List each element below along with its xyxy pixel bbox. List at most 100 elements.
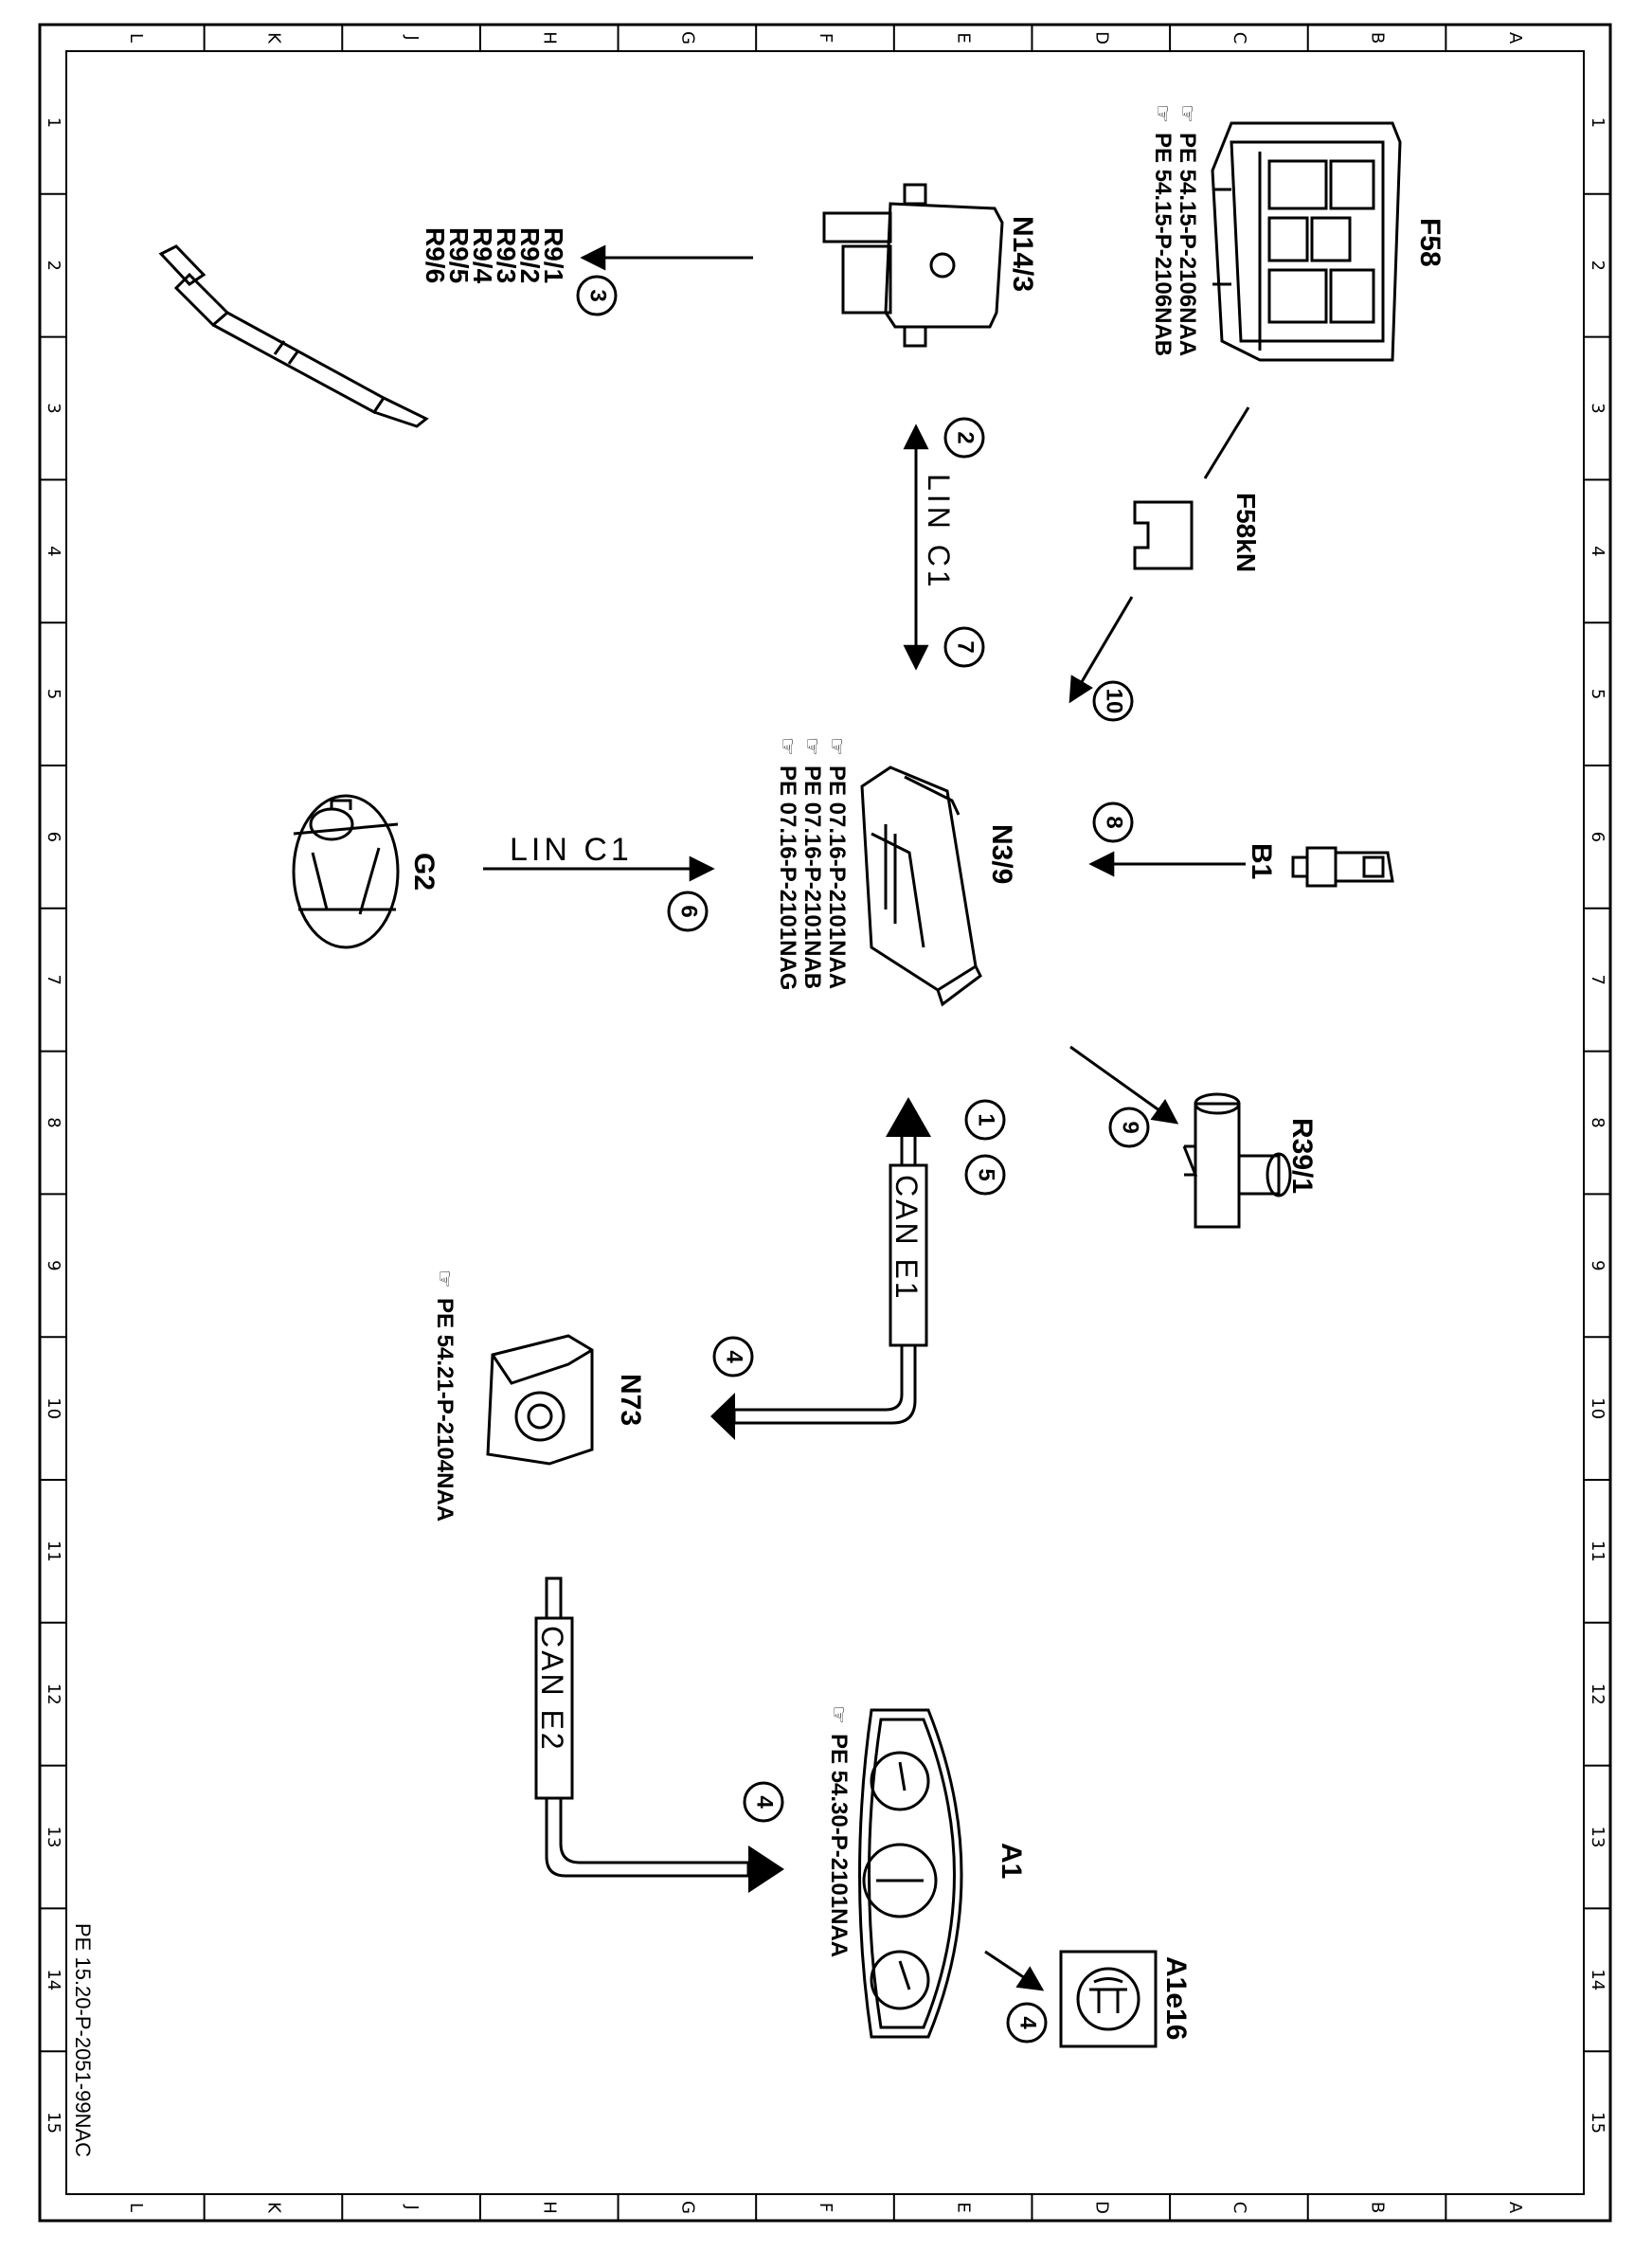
grid-column-label: J <box>402 34 422 40</box>
marker-m10: 10 <box>1092 680 1134 722</box>
grid-row-label: 5 <box>1588 689 1607 699</box>
grid-row-label: 13 <box>44 1827 63 1848</box>
can-e1-label-box <box>889 1163 928 1347</box>
grid-row-label: 8 <box>1588 1117 1607 1127</box>
f58-ref-1: ☞ PE 54.15-P-2106NAA <box>1175 104 1200 356</box>
n3-9-ref-1-text: PE 07.16-P-2101NAA <box>824 765 850 989</box>
grid-row-label: 3 <box>1588 403 1607 413</box>
svg-text:4: 4 <box>752 1795 778 1809</box>
n3-9-ecu: N3/9 ☞ PE 07.16-P-2101NAA ☞ PE 07.16-P-2… <box>775 737 1017 1007</box>
grid-row-label: 3 <box>44 403 63 413</box>
g2-alternator: G2 <box>292 794 440 949</box>
n3-9-label: N3/9 <box>986 824 1017 884</box>
n73-ref-1-text: PE 54.21-P-2104NAA <box>432 1298 458 1522</box>
grid-row-label: 1 <box>44 117 63 128</box>
svg-text:5: 5 <box>974 1168 999 1180</box>
marker-m4b: 4 <box>743 1781 784 1823</box>
svg-text:10: 10 <box>1102 689 1127 714</box>
svg-text:4: 4 <box>1015 2016 1041 2029</box>
grid-row-label: 11 <box>44 1540 63 1562</box>
f58-ref-2: ☞ PE 54.15-P-2106NAB <box>1150 104 1176 356</box>
f58-ref-2-text: PE 54.15-P-2106NAB <box>1150 133 1176 356</box>
fuse-box-icon <box>1211 121 1402 362</box>
grid-column-label: F <box>816 33 835 43</box>
glow-plug-label: R9/1 <box>539 227 568 283</box>
grid-row-label: 14 <box>1588 1969 1607 1990</box>
svg-text:3: 3 <box>585 289 611 301</box>
marker-m4a: 4 <box>712 1336 754 1378</box>
f58kn-relay: F58kN <box>1133 493 1261 572</box>
svg-text:1: 1 <box>974 1113 999 1126</box>
instrument-cluster-icon <box>858 1708 963 2039</box>
n3-9-ref-3: ☞ PE 07.16-P-2101NAG <box>775 737 800 990</box>
svg-text:2: 2 <box>953 431 979 443</box>
hand-pointer-icon: ☞ <box>800 737 824 756</box>
f58-ref-1-text: PE 54.15-P-2106NAA <box>1175 133 1200 356</box>
arrow-a1-to-a1e16 <box>984 1950 1045 1991</box>
n73-switch: N73 ☞ PE 54.21-P-2104NAA <box>432 1270 646 1522</box>
grid-row-label: 1 <box>1588 117 1607 128</box>
svg-text:8: 8 <box>1102 816 1127 828</box>
a1e16-label: A1e16 <box>1160 1956 1192 2040</box>
a1-ref-1: ☞ PE 54.30-P-2101NAA <box>826 1705 852 1957</box>
heater-element-icon <box>1182 1092 1292 1229</box>
f58-label: F58 <box>1414 218 1446 267</box>
grid-column-label: G <box>677 31 697 45</box>
grid-column-label: C <box>1230 32 1249 45</box>
grid-row-label: 4 <box>44 546 63 556</box>
svg-text:4: 4 <box>722 1350 747 1363</box>
arrow-f58kn-to-n3-9 <box>1068 596 1134 704</box>
can-e2-bus: CAN E2 <box>534 1576 784 1893</box>
glow-plug-group: R9/1R9/2R9/3R9/4R9/5R9/6 <box>158 227 568 428</box>
grid-column-label: F <box>816 2203 835 2212</box>
n3-9-ref-2: ☞ PE 07.16-P-2101NAB <box>799 737 825 989</box>
can-e1-bus-outline <box>732 1137 917 1425</box>
grid-lines <box>40 25 1610 2221</box>
marker-m5: 5 <box>964 1154 1006 1196</box>
can-e1-label: CAN E1 <box>889 1175 924 1302</box>
b1-label: B1 <box>1246 843 1277 879</box>
lin-c1-upper-label: LIN C1 <box>922 474 956 591</box>
grid-column-label: E <box>954 2202 974 2212</box>
grid-column-label: K <box>263 2202 283 2214</box>
a1-label: A1 <box>996 1843 1027 1879</box>
can-e1-bus: CAN E1 <box>710 1097 931 1440</box>
glow-plug-label: R9/2 <box>515 227 545 283</box>
grid-row-label: 10 <box>1588 1397 1607 1419</box>
glow-plug-label: R9/6 <box>421 227 450 283</box>
marker-m2: 2 <box>943 417 985 459</box>
ecu-icon <box>860 765 982 1007</box>
grid-row-label: 11 <box>1588 1540 1607 1562</box>
marker-m7: 7 <box>943 626 985 668</box>
grid-column-label: A <box>1505 32 1525 45</box>
glow-indicator-icon <box>1076 1967 1140 2031</box>
n73-ref-1: ☞ PE 54.21-P-2104NAA <box>432 1270 458 1522</box>
grid-column-label: L <box>126 2203 146 2212</box>
glow-plug-labels: R9/1R9/2R9/3R9/4R9/5R9/6 <box>421 227 568 284</box>
a1-instrument-cluster: A1 ☞ PE 54.30-P-2101NAA <box>826 1705 1027 2039</box>
marker-m3: 3 <box>576 275 618 316</box>
r39-1-heater: R39/1 <box>1182 1092 1318 1229</box>
can-e2-bus-outline <box>545 1576 750 1878</box>
f58-to-f58kn-line <box>1203 406 1250 479</box>
glow-plug-label: R9/3 <box>492 227 521 283</box>
grid-row-label: 7 <box>1588 974 1607 984</box>
grid-row-label: 9 <box>1588 1260 1607 1270</box>
can-e2-label: CAN E2 <box>535 1626 569 1753</box>
grid-column-label: H <box>540 31 560 45</box>
outer-frame <box>38 23 1612 2223</box>
lin-c1-g2-label: LIN C1 <box>510 832 633 868</box>
glow-plug-label: R9/4 <box>468 227 497 284</box>
f58kn-label: F58kN <box>1231 493 1261 572</box>
grid-row-label: 15 <box>1588 2112 1607 2134</box>
b1-sensor: B1 <box>1246 843 1394 888</box>
f58-fuse-box: F58 ☞ PE 54.15-P-2106NAA ☞ PE 54.15-P-21… <box>1150 104 1446 479</box>
grid-column-label: G <box>677 2201 697 2214</box>
marker-m1: 1 <box>964 1099 1006 1141</box>
grid-row-label: 6 <box>44 832 63 842</box>
svg-text:7: 7 <box>953 640 979 653</box>
glow-plug-label: R9/5 <box>444 227 474 283</box>
grid-row-label: 10 <box>44 1397 63 1419</box>
